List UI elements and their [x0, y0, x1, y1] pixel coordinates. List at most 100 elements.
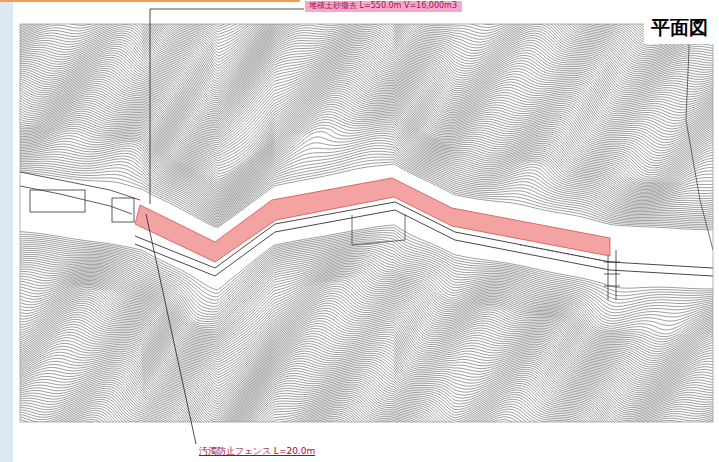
contour-line	[20, 24, 713, 422]
contour-line	[20, 24, 713, 422]
contour-line	[20, 24, 713, 422]
contour-line	[20, 24, 713, 422]
contour-line	[20, 24, 713, 422]
title-box: 平面図	[644, 12, 716, 44]
contour-line	[20, 24, 713, 422]
contour-line	[20, 24, 713, 422]
contour-line	[20, 24, 713, 422]
contour-line	[20, 24, 713, 422]
contour-line	[20, 24, 713, 422]
contour-line	[20, 24, 713, 422]
contour-line	[20, 24, 713, 422]
contour-line	[20, 24, 713, 422]
contour-line	[50, 24, 696, 422]
contour-line	[20, 24, 713, 422]
contour-line	[20, 24, 713, 422]
contour-line	[20, 24, 713, 422]
contour-line	[20, 24, 713, 422]
contour-line	[20, 24, 713, 422]
contour-line	[20, 24, 713, 422]
dredge-area	[135, 178, 610, 262]
contour-line	[20, 24, 713, 422]
contour-line	[20, 24, 713, 422]
road-lines	[20, 24, 713, 300]
contour-line	[20, 24, 713, 422]
contour-line	[20, 24, 713, 422]
contour-line	[20, 24, 713, 422]
contour-line	[20, 24, 713, 422]
contour-line	[20, 24, 713, 422]
contour-line	[20, 24, 713, 422]
contour-line	[20, 24, 713, 422]
contour-line	[20, 24, 713, 422]
contour-line	[20, 24, 713, 422]
contour-line	[40, 24, 704, 422]
contour-line	[20, 24, 713, 422]
contour-line	[20, 24, 713, 422]
contour-line	[20, 24, 713, 422]
contour-line	[20, 24, 713, 422]
contour-line	[20, 24, 713, 422]
leader-line	[150, 9, 304, 204]
contour-line	[20, 24, 713, 422]
callout-text: 堆積土砂撤去 L=550.0m V=16,000m3	[309, 1, 458, 11]
contour-line	[20, 24, 713, 422]
contour-line	[20, 24, 713, 422]
contour-line	[20, 24, 713, 422]
contour-line	[20, 24, 713, 422]
contour-line	[20, 24, 713, 422]
contour-line	[20, 24, 713, 422]
contour-line	[20, 24, 713, 422]
top-rule	[0, 0, 300, 2]
contour-lines	[20, 24, 713, 422]
contour-line	[20, 24, 713, 422]
contour-line	[20, 24, 713, 422]
contour-line	[20, 24, 713, 422]
contour-line	[20, 24, 713, 422]
title-text: 平面図	[651, 16, 709, 39]
contour-line	[20, 24, 713, 422]
contour-line	[20, 24, 713, 422]
contour-line	[43, 24, 701, 422]
contour-line	[20, 24, 713, 422]
contour-line	[20, 24, 713, 422]
contour-line	[20, 24, 710, 422]
contour-line	[20, 24, 713, 422]
contour-line	[20, 24, 713, 422]
contour-line	[20, 24, 713, 422]
contour-line	[20, 24, 713, 422]
contour-line	[36, 24, 707, 422]
contour-line	[20, 24, 713, 422]
contour-line	[20, 24, 713, 422]
contour-line	[20, 24, 713, 422]
contour-line	[20, 24, 713, 422]
contour-line	[20, 24, 713, 422]
contour-line	[20, 24, 713, 422]
side-strip	[0, 0, 13, 462]
contour-line	[20, 24, 713, 422]
contour-line	[20, 24, 713, 422]
contour-line	[20, 24, 713, 422]
contour-line	[20, 24, 713, 422]
contour-line	[20, 24, 713, 422]
drawing-frame	[20, 24, 713, 422]
contour-line	[20, 24, 713, 422]
callout-box: 堆積土砂撤去 L=550.0m V=16,000m3	[305, 1, 462, 12]
contour-line	[20, 24, 713, 422]
contour-line	[20, 24, 713, 422]
contour-line	[20, 24, 713, 422]
contour-line	[20, 24, 713, 422]
contour-line	[20, 24, 713, 422]
contour-line	[20, 24, 713, 422]
contour-line	[20, 24, 713, 422]
contour-line	[20, 24, 713, 422]
contour-line	[46, 24, 698, 422]
contour-line	[20, 24, 713, 422]
contour-line	[20, 24, 713, 422]
contour-line	[20, 24, 713, 422]
contour-line	[20, 24, 713, 422]
contour-line	[60, 24, 690, 422]
contour-line	[20, 24, 713, 422]
contour-line	[20, 24, 713, 422]
